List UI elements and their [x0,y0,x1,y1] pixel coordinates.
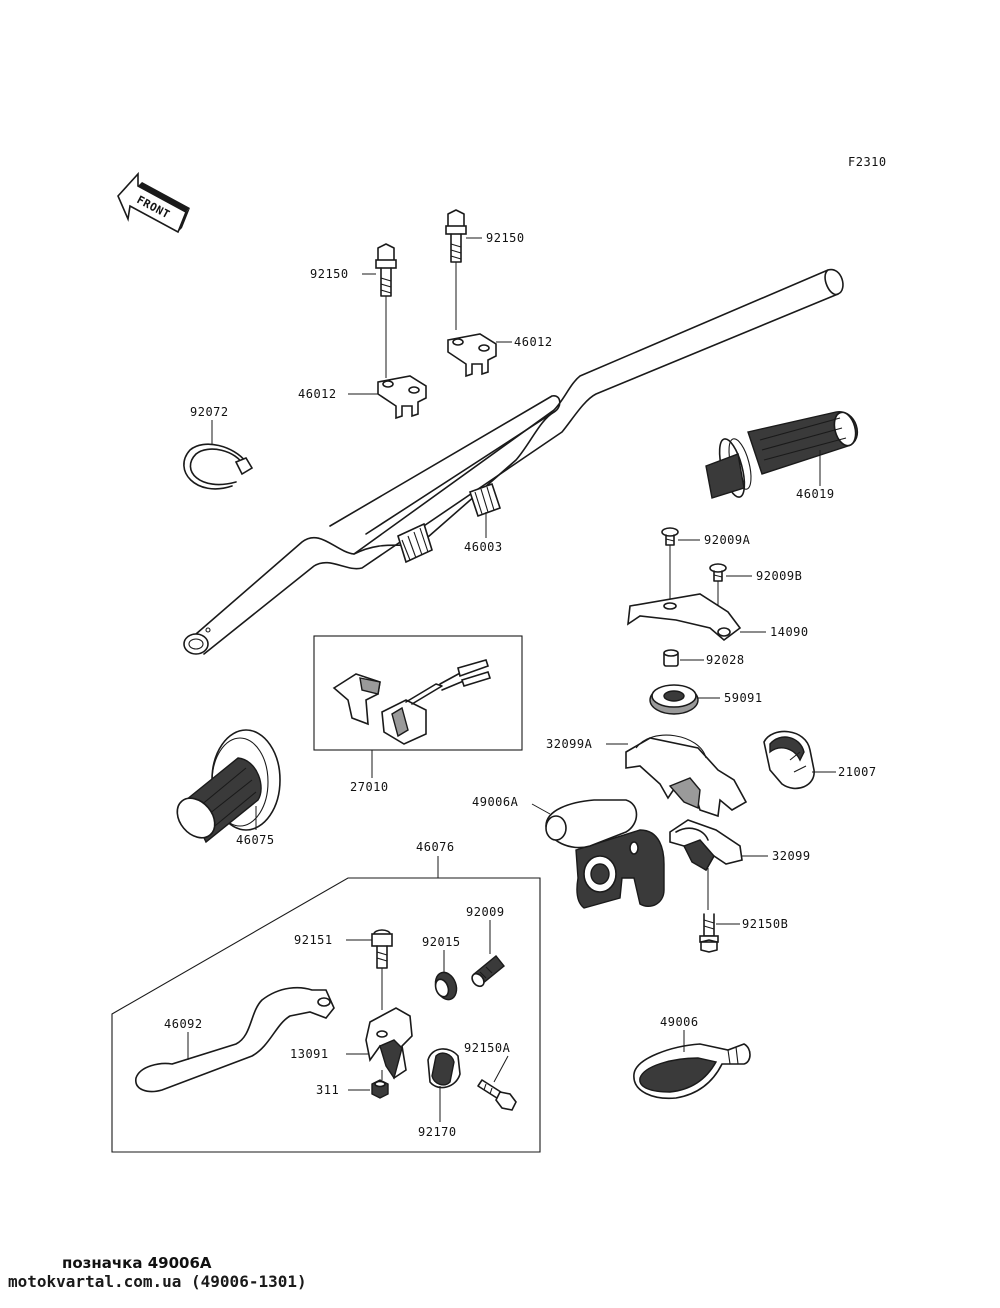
lever-assembly-46076 [111,856,541,1153]
label-92150-right: 92150 [486,231,525,245]
grip-46019 [705,411,859,499]
label-92009B: 92009B [756,569,802,583]
clamp-92170 [427,1048,461,1122]
label-46075: 46075 [236,833,275,847]
label-92150B: 92150B [742,917,788,931]
label-21007: 21007 [838,765,877,779]
seal-59091 [649,684,720,715]
throttle-49006A [531,799,665,909]
label-46076: 46076 [416,840,455,854]
label-92072: 92072 [190,405,229,419]
label-46012-left: 46012 [298,387,337,401]
label-32099A: 32099A [546,737,593,751]
clamp-46012-left [348,375,427,420]
label-49006A: 49006A [472,795,519,809]
label-46012-right: 46012 [514,335,553,349]
adjuster-92015 [434,950,458,1001]
diagram-code: F2310 [848,155,887,169]
label-59091: 59091 [724,691,763,705]
label-46092: 46092 [164,1017,203,1031]
bolt-92150B [699,913,740,953]
label-92150-left: 92150 [310,267,349,281]
caption-label: позначка 49006A [62,1254,212,1272]
lever-46092 [135,986,335,1093]
housing-32099A [606,734,748,818]
bolt-92150A [477,1055,517,1111]
label-14090: 14090 [770,625,809,639]
bolt-92009 [471,920,505,988]
bolt-92150-left [362,243,397,378]
holder-13091 [346,1007,413,1080]
label-92009: 92009 [466,905,505,919]
bolt-92150-right [445,209,482,330]
label-92151: 92151 [294,933,333,947]
label-13091: 13091 [290,1047,329,1061]
label-92015: 92015 [422,935,461,949]
collar-92028 [663,649,704,667]
label-32099: 32099 [772,849,811,863]
handlebar-46003 [183,268,844,655]
front-arrow-icon: FRONT [117,171,190,234]
plate-14090 [627,593,766,642]
cover-21007 [763,730,836,790]
bolt-92151 [346,929,393,1010]
label-46019: 46019 [796,487,835,501]
nut-311 [348,1079,389,1099]
label-311: 311 [316,1083,339,1097]
grip-46075 [176,729,281,844]
label-92170: 92170 [418,1125,457,1139]
source-link[interactable]: motokvartal.com.ua (49006-1301) [8,1272,307,1291]
label-27010: 27010 [350,780,389,794]
cover-49006 [633,1030,751,1100]
label-49006: 49006 [660,1015,699,1029]
label-92150A: 92150A [464,1041,511,1055]
band-92072 [183,420,254,490]
screw-92009A [661,527,700,600]
label-92009A: 92009A [704,533,751,547]
screw-92009B [709,563,752,626]
label-46003: 46003 [464,540,503,554]
switch-27010 [313,635,523,778]
label-92028: 92028 [706,653,745,667]
housing-32099 [669,819,768,910]
clamp-46012-right [447,333,512,378]
